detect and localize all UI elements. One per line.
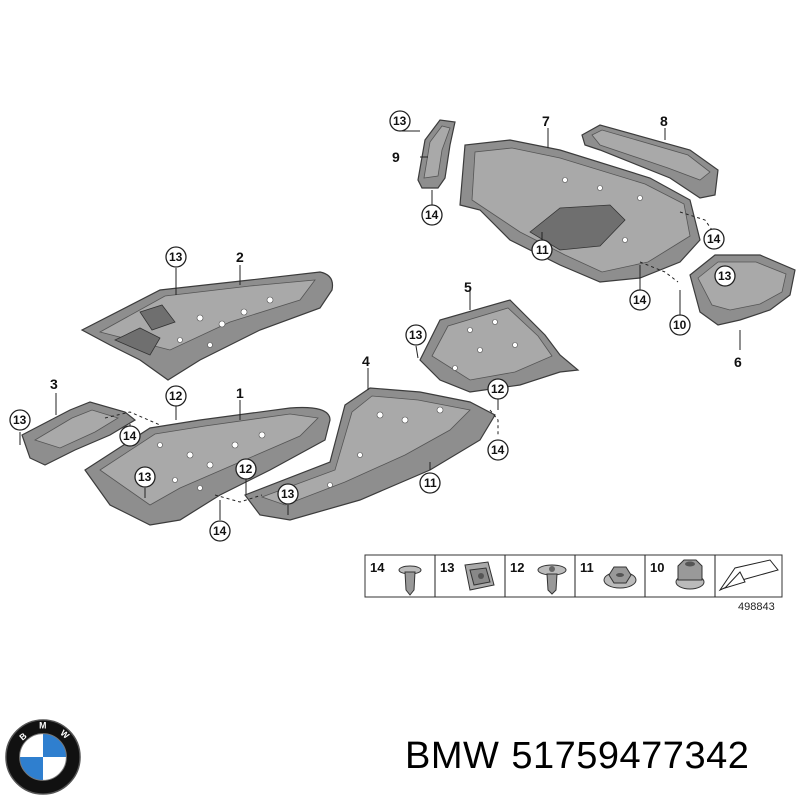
leader-lines bbox=[19, 128, 741, 520]
callout-13-e: 13 bbox=[405, 324, 427, 346]
svg-text:12: 12 bbox=[491, 382, 505, 396]
part-2-underbody-panel bbox=[80, 271, 334, 381]
diagram-reference-number: 498843 bbox=[738, 601, 775, 613]
svg-text:13: 13 bbox=[13, 413, 27, 427]
part-8-rear-bar bbox=[581, 124, 719, 199]
callout-part-9: 9 bbox=[392, 149, 400, 165]
callout-part-1: 1 bbox=[236, 385, 244, 401]
svg-text:14: 14 bbox=[425, 208, 439, 222]
caption-part-number: 51759477342 bbox=[511, 735, 750, 777]
callout-13-b: 13 bbox=[9, 409, 31, 431]
callout-14-a: 14 bbox=[119, 425, 141, 447]
push-rivet-icon bbox=[398, 565, 422, 596]
callout-part-5: 5 bbox=[464, 279, 472, 295]
callout-14-c: 14 bbox=[487, 439, 509, 461]
direction-arrow-icon bbox=[718, 559, 779, 592]
part-caption: BMW 51759477342 bbox=[405, 735, 761, 778]
part-4-center-panel bbox=[244, 387, 496, 521]
part-1-main-panel bbox=[84, 406, 331, 526]
svg-text:13: 13 bbox=[718, 269, 732, 283]
legend-label-14: 14 bbox=[370, 560, 385, 575]
svg-text:M: M bbox=[39, 721, 46, 731]
callout-13-f: 13 bbox=[389, 110, 411, 132]
callout-13-g: 13 bbox=[714, 265, 736, 287]
callout-11-b: 11 bbox=[531, 239, 553, 261]
part-7-rear-panel bbox=[459, 139, 701, 283]
flange-nut-icon bbox=[603, 566, 637, 589]
svg-text:12: 12 bbox=[239, 462, 253, 476]
fastener-legend: 14 13 12 11 10 bbox=[364, 554, 783, 613]
caption-brand: BMW bbox=[405, 735, 500, 777]
callout-13-d: 13 bbox=[277, 483, 299, 505]
svg-text:11: 11 bbox=[424, 476, 437, 490]
svg-text:11: 11 bbox=[536, 243, 549, 257]
svg-text:14: 14 bbox=[633, 293, 647, 307]
svg-text:14: 14 bbox=[707, 232, 721, 246]
callout-12-a: 12 bbox=[165, 385, 187, 407]
expanding-rivet-icon bbox=[537, 564, 567, 595]
svg-text:14: 14 bbox=[213, 524, 227, 538]
callout-part-3: 3 bbox=[50, 376, 58, 392]
callout-part-2: 2 bbox=[236, 249, 244, 265]
callout-14-e: 14 bbox=[703, 228, 725, 250]
svg-text:14: 14 bbox=[123, 429, 137, 443]
svg-text:B: B bbox=[17, 731, 28, 743]
part-6-wheel-arch-trim bbox=[689, 254, 796, 326]
legend-label-10: 10 bbox=[650, 560, 664, 575]
callout-part-6: 6 bbox=[734, 354, 742, 370]
svg-text:13: 13 bbox=[409, 328, 423, 342]
callout-12-c: 12 bbox=[487, 378, 509, 400]
callout-10-a: 10 bbox=[669, 314, 691, 336]
callout-13-c: 13 bbox=[134, 466, 156, 488]
callout-part-8: 8 bbox=[660, 113, 668, 129]
svg-text:13: 13 bbox=[393, 114, 407, 128]
legend-label-12: 12 bbox=[510, 560, 524, 575]
callout-13-a: 13 bbox=[165, 246, 187, 268]
callout-12-b: 12 bbox=[235, 458, 257, 480]
svg-text:12: 12 bbox=[169, 389, 183, 403]
hex-collar-nut-icon bbox=[675, 559, 705, 590]
svg-text:13: 13 bbox=[169, 250, 183, 264]
svg-text:14: 14 bbox=[491, 443, 505, 457]
svg-text:13: 13 bbox=[281, 487, 295, 501]
part-9-bracket bbox=[417, 119, 456, 189]
bmw-logo-icon: B M W bbox=[5, 719, 81, 795]
callout-11-a: 11 bbox=[419, 472, 441, 494]
svg-text:13: 13 bbox=[138, 470, 152, 484]
svg-text:10: 10 bbox=[673, 318, 687, 332]
callout-part-7: 7 bbox=[542, 113, 550, 129]
part-5-front-panel bbox=[419, 299, 580, 393]
legend-label-13: 13 bbox=[440, 560, 454, 575]
callout-14-f: 14 bbox=[629, 289, 651, 311]
callouts: 2 3 1 4 5 6 7 8 9 13 13 14 12 13 12 14 1… bbox=[9, 110, 742, 542]
callout-14-d: 14 bbox=[421, 204, 443, 226]
callout-part-4: 4 bbox=[362, 353, 370, 369]
callout-14-b: 14 bbox=[209, 520, 231, 542]
clip-nut-icon bbox=[464, 561, 495, 591]
legend-label-11: 11 bbox=[580, 560, 594, 575]
